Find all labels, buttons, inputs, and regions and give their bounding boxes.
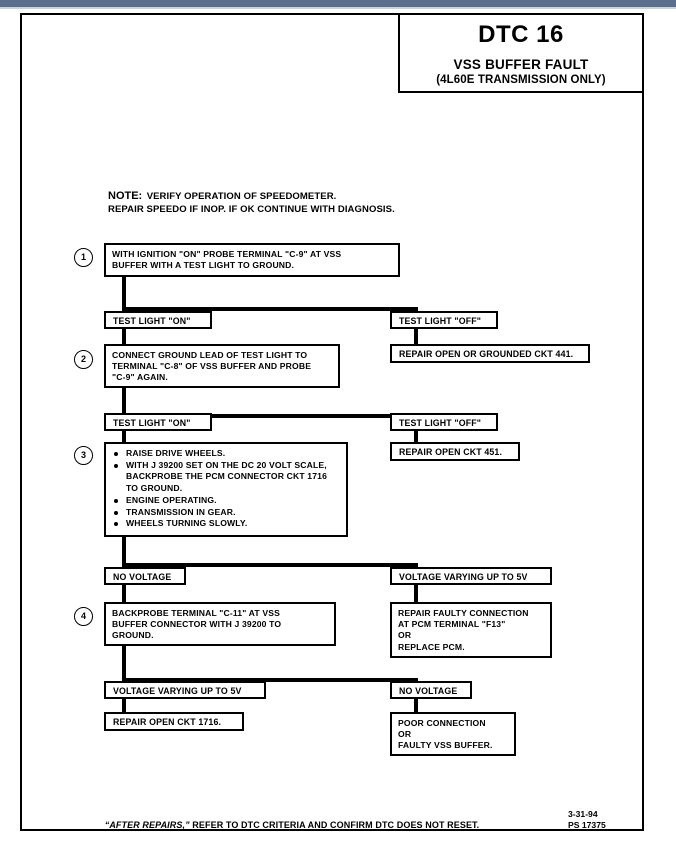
repair-pcm-line-4: REPLACE PCM. bbox=[398, 641, 465, 652]
step-1-line-1: WITH IGNITION "ON" PROBE TERMINAL "C-9" … bbox=[112, 249, 342, 259]
note-line-2: REPAIR SPEEDO IF INOP. IF OK CONTINUE WI… bbox=[108, 204, 395, 215]
label-no-voltage-2: NO VOLTAGE bbox=[390, 681, 472, 699]
label-test-light-on-1: TEST LIGHT "ON" bbox=[104, 311, 212, 329]
footer-stamp: 3-31-94 PS 17375 bbox=[568, 809, 606, 830]
step-2-line-1: CONNECT GROUND LEAD OF TEST LIGHT TO bbox=[112, 350, 308, 360]
note-first-line: NOTE: VERIFY OPERATION OF SPEEDOMETER. bbox=[108, 188, 528, 203]
step-number-2: 2 bbox=[74, 350, 93, 369]
step-number-4: 4 bbox=[74, 607, 93, 626]
step-3-bullet-5: WHEELS TURNING SLOWLY. bbox=[112, 518, 340, 529]
result-repair-ckt-451: REPAIR OPEN CKT 451. bbox=[390, 442, 520, 461]
step-2-line-2: TERMINAL "C-8" OF VSS BUFFER AND PROBE bbox=[112, 361, 312, 372]
connector-step1-split bbox=[122, 307, 418, 311]
step-number-1: 1 bbox=[74, 248, 93, 267]
label-test-light-off-1: TEST LIGHT "OFF" bbox=[390, 311, 498, 329]
step-3-bullet-2: WITH J 39200 SET ON THE DC 20 VOLT SCALE… bbox=[112, 460, 340, 494]
step-4-line-1: BACKPROBE TERMINAL "C-11" AT VSS bbox=[112, 608, 280, 618]
footer-note: “AFTER REPAIRS,” REFER TO DTC CRITERIA A… bbox=[62, 820, 522, 830]
footer-date: 3-31-94 bbox=[568, 809, 598, 819]
step-3-bullet-3: ENGINE OPERATING. bbox=[112, 495, 340, 506]
connector-step3-down bbox=[122, 537, 126, 571]
step-number-3: 3 bbox=[74, 446, 93, 465]
result-poor-connection-box: POOR CONNECTION OR FAULTY VSS BUFFER. bbox=[390, 712, 516, 756]
connector-to-repair441 bbox=[414, 329, 418, 344]
dtc-fault-title: VSS BUFFER FAULT bbox=[453, 57, 589, 72]
connector-step4-down bbox=[122, 646, 126, 682]
scan-top-bar-shadow bbox=[0, 7, 676, 9]
repair-pcm-line-2: AT PCM TERMINAL "F13" bbox=[398, 619, 506, 630]
scan-top-bar bbox=[0, 0, 676, 7]
result-repair-pcm-box: REPAIR FAULTY CONNECTION AT PCM TERMINAL… bbox=[390, 602, 552, 658]
label-voltage-varying-2: VOLTAGE VARYING UP TO 5V bbox=[104, 681, 266, 699]
connector-step4-right-down bbox=[414, 678, 418, 682]
dtc-subtitle: (4L60E TRANSMISSION ONLY) bbox=[436, 74, 606, 86]
label-test-light-on-2: TEST LIGHT "ON" bbox=[104, 413, 212, 431]
footer-emphasis: “AFTER REPAIRS,” bbox=[104, 820, 190, 830]
repair-pcm-line-3: OR bbox=[398, 630, 412, 641]
label-no-voltage-1: NO VOLTAGE bbox=[104, 567, 186, 585]
step-1-line-2: BUFFER WITH A TEST LIGHT TO GROUND. bbox=[112, 260, 295, 271]
connector-step2-down bbox=[122, 388, 126, 418]
step-4-line-2: BUFFER CONNECTOR WITH J 39200 TO bbox=[112, 619, 282, 630]
step-3-bullet-1: RAISE DRIVE WHEELS. bbox=[112, 448, 340, 459]
step-2-line-3: "C-9" AGAIN. bbox=[112, 372, 168, 383]
label-voltage-varying-1: VOLTAGE VARYING UP TO 5V bbox=[390, 567, 552, 585]
step-3-bullet-4: TRANSMISSION IN GEAR. bbox=[112, 507, 340, 518]
dtc-code: DTC 16 bbox=[478, 21, 564, 48]
note-line-1: VERIFY OPERATION OF SPEEDOMETER. bbox=[146, 191, 337, 202]
step-3-bullet-list: RAISE DRIVE WHEELS. WITH J 39200 SET ON … bbox=[112, 448, 340, 530]
dtc-header-box: DTC 16 VSS BUFFER FAULT (4L60E TRANSMISS… bbox=[398, 13, 644, 93]
connector-step3-right-down bbox=[414, 563, 418, 569]
connector-step4-split bbox=[122, 678, 418, 682]
step-4-box: BACKPROBE TERMINAL "C-11" AT VSS BUFFER … bbox=[104, 602, 336, 646]
diagnostic-note: NOTE: VERIFY OPERATION OF SPEEDOMETER. R… bbox=[108, 188, 528, 216]
step-2-box: CONNECT GROUND LEAD OF TEST LIGHT TO TER… bbox=[104, 344, 340, 388]
connector-step1-down bbox=[122, 277, 126, 311]
footer-code: PS 17375 bbox=[568, 819, 606, 830]
connector-to-step4 bbox=[122, 585, 126, 602]
connector-to-poor-connection bbox=[414, 699, 418, 713]
result-repair-ckt-1716: REPAIR OPEN CKT 1716. bbox=[104, 712, 244, 731]
step-3-box: RAISE DRIVE WHEELS. WITH J 39200 SET ON … bbox=[104, 442, 348, 537]
poor-connection-line-1: POOR CONNECTION bbox=[398, 718, 486, 728]
connector-to-step3 bbox=[122, 431, 126, 443]
result-repair-ckt-441: REPAIR OPEN OR GROUNDED CKT 441. bbox=[390, 344, 590, 363]
step-4-line-3: GROUND. bbox=[112, 630, 154, 641]
label-test-light-off-2: TEST LIGHT "OFF" bbox=[390, 413, 498, 431]
connector-step3-split bbox=[122, 563, 418, 567]
note-label: NOTE: bbox=[108, 190, 143, 202]
footer-rest: REFER TO DTC CRITERIA AND CONFIRM DTC DO… bbox=[189, 820, 480, 830]
connector-to-repair-pcm bbox=[414, 585, 418, 602]
step-1-box: WITH IGNITION "ON" PROBE TERMINAL "C-9" … bbox=[104, 243, 400, 277]
page-border bbox=[20, 13, 644, 831]
connector-to-repair1716 bbox=[122, 699, 126, 713]
connector-step2-split bbox=[122, 414, 418, 418]
connector-to-repair451 bbox=[414, 431, 418, 443]
poor-connection-line-2: OR bbox=[398, 729, 412, 740]
repair-pcm-line-1: REPAIR FAULTY CONNECTION bbox=[398, 608, 529, 618]
poor-connection-line-3: FAULTY VSS BUFFER. bbox=[398, 740, 493, 751]
connector-to-step2 bbox=[122, 329, 126, 344]
